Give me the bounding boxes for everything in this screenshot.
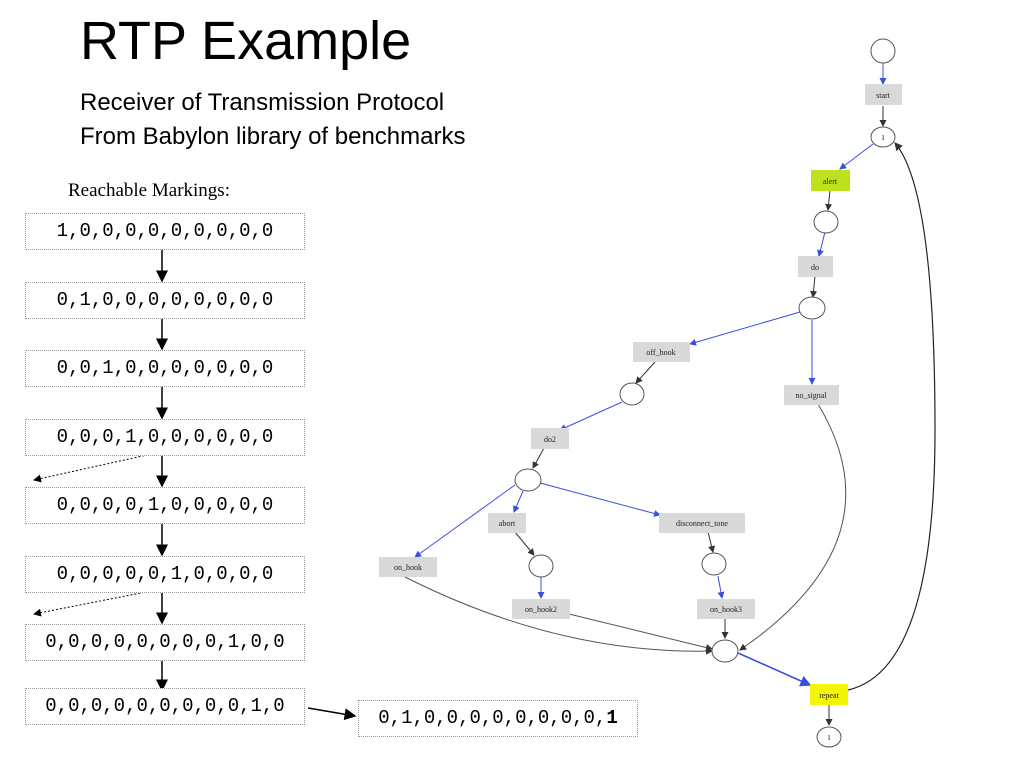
place-node xyxy=(711,639,739,663)
place-node xyxy=(701,552,727,576)
place-node xyxy=(798,296,826,320)
transition-abort xyxy=(488,513,526,533)
place-node xyxy=(619,382,645,406)
place-node xyxy=(870,38,896,64)
place-node xyxy=(514,468,542,492)
marking-box: 0,0,1,0,0,0,0,0,0,0 xyxy=(25,350,305,387)
place-node xyxy=(870,126,896,148)
transition-disconnect-tone-label: disconnect_tone xyxy=(676,519,728,528)
final-marking-arrow xyxy=(307,707,357,721)
marking-box: 0,0,0,0,0,0,0,0,0,1,0 xyxy=(25,688,305,725)
transition-start xyxy=(865,84,902,105)
transition-disconnect-tone xyxy=(659,513,745,533)
transition-do-label: do xyxy=(811,263,819,272)
final-marking-prefix: 0,1,0,0,0,0,0,0,0,0, xyxy=(378,707,607,729)
transition-off-hook xyxy=(633,342,690,362)
dotted-branch-arrow-2 xyxy=(33,589,157,617)
transition-on-hook3-label: on_hook3 xyxy=(710,605,742,614)
transition-start-label: start xyxy=(876,91,891,100)
transition-no-signal xyxy=(784,385,839,405)
reachable-markings-label: Reachable Markings: xyxy=(68,180,230,201)
final-marking-bold: 1 xyxy=(606,707,618,729)
marking-box: 0,1,0,0,0,0,0,0,0,0 xyxy=(25,282,305,319)
subtitle-line-1: Receiver of Transmission Protocol xyxy=(80,89,445,116)
transition-repeat xyxy=(810,684,848,705)
dotted-branch-arrow-1 xyxy=(33,452,157,483)
transition-repeat-label: repeat xyxy=(819,691,839,700)
transition-on-hook2-label: on_hook2 xyxy=(525,605,557,614)
transition-on-hook3 xyxy=(697,599,755,619)
transition-on-hook2 xyxy=(512,599,570,619)
transition-alert xyxy=(811,170,850,191)
final-marking-box: 0,1,0,0,0,0,0,0,0,0,1 xyxy=(358,700,638,737)
place-node xyxy=(813,210,839,234)
transition-alert-label: alert xyxy=(823,177,838,186)
petri-places: 1 1 xyxy=(514,38,896,748)
petri-edges xyxy=(404,63,936,726)
place-node xyxy=(816,726,842,748)
transition-do2-label: do2 xyxy=(544,435,556,444)
transition-abort-label: abort xyxy=(499,519,516,528)
transition-off-hook-label: off_hook xyxy=(646,348,675,357)
place-node xyxy=(528,554,554,578)
transition-do xyxy=(798,256,833,277)
slide-title: RTP Example xyxy=(80,11,412,71)
place-label: 1 xyxy=(881,134,885,142)
marking-box: 0,0,0,0,0,0,0,0,1,0,0 xyxy=(25,624,305,661)
marking-box: 0,0,0,0,0,1,0,0,0,0 xyxy=(25,556,305,593)
subtitle-line-2: From Babylon library of benchmarks xyxy=(80,123,466,150)
petri-transitions: start alert do off_hook no_signal do2 ab… xyxy=(379,84,902,705)
marking-box: 1,0,0,0,0,0,0,0,0,0 xyxy=(25,213,305,250)
place-label: 1 xyxy=(827,734,831,742)
transition-do2 xyxy=(531,428,569,449)
marking-box: 0,0,0,0,1,0,0,0,0,0 xyxy=(25,487,305,524)
transition-on-hook xyxy=(379,557,437,577)
transition-on-hook-label: on_hook xyxy=(394,563,422,572)
marking-box: 0,0,0,1,0,0,0,0,0,0 xyxy=(25,419,305,456)
transition-no-signal-label: no_signal xyxy=(795,391,827,400)
